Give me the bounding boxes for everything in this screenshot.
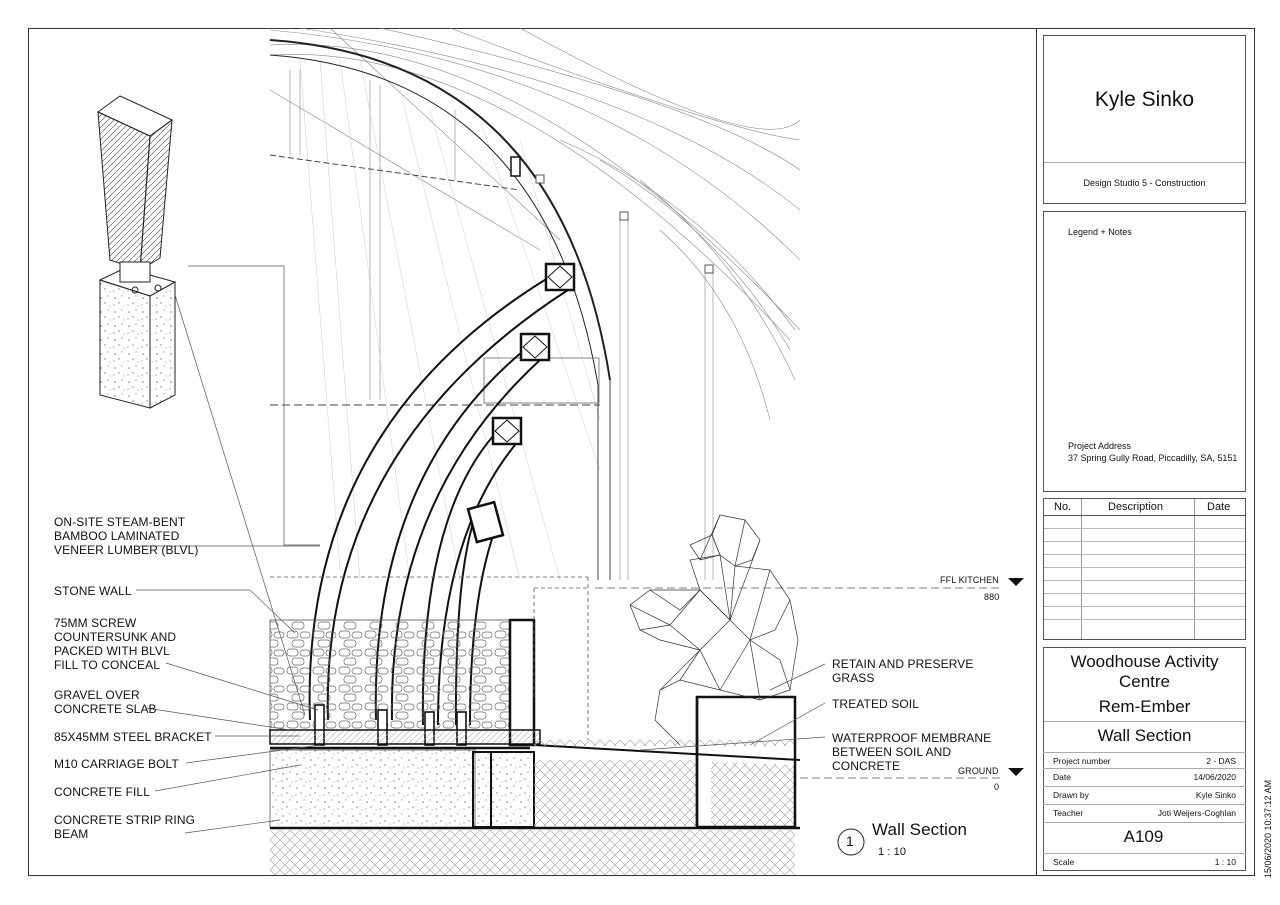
- rev-row-line: [1044, 593, 1245, 594]
- print-stamp: 15/06/2020 10:37:12 AM: [1263, 779, 1273, 878]
- field-value: 2 - DAS: [1206, 756, 1236, 766]
- rev-row-line: [1044, 515, 1245, 516]
- note-blvl: ON-SITE STEAM-BENT BAMBOO LAMINATED VENE…: [54, 515, 199, 557]
- field-label: Project number: [1053, 756, 1111, 766]
- view-title: Wall Section: [872, 820, 968, 839]
- rev-row-line: [1044, 528, 1245, 529]
- sheet-border: [28, 28, 1255, 876]
- rev-col-divider: [1081, 499, 1082, 639]
- note-carriage-bolt: M10 CARRIAGE BOLT: [54, 757, 179, 771]
- rev-row-line: [1044, 580, 1245, 581]
- sheet-number-row: A109: [1043, 822, 1246, 854]
- leader-lines: [136, 265, 826, 834]
- view-number: 1: [846, 833, 854, 849]
- rev-header-no: No.: [1054, 501, 1072, 513]
- panel-divider: [1044, 162, 1245, 163]
- view-scale: 1 : 10: [878, 846, 907, 858]
- field-teacher: Teacher Joti Weijers-Coghlan: [1043, 804, 1246, 822]
- field-drawn-by: Drawn by Kyle Sinko: [1043, 786, 1246, 804]
- rev-header-date: Date: [1207, 501, 1231, 513]
- field-value: Joti Weijers-Coghlan: [1157, 808, 1236, 818]
- sheet-number: A109: [1123, 827, 1164, 846]
- title-block-author-panel: Kyle Sinko Design Studio 5 - Constructio…: [1043, 35, 1246, 204]
- course-name: Design Studio 5 - Construction: [1083, 178, 1206, 188]
- note-stone-wall: STONE WALL: [54, 584, 132, 598]
- revision-table: No. Description Date: [1043, 498, 1246, 640]
- legend-heading: Legend + Notes: [1068, 227, 1132, 237]
- address-label: Project Address: [1068, 441, 1132, 451]
- author-name: Kyle Sinko: [1094, 88, 1195, 111]
- field-label: Date: [1053, 772, 1071, 782]
- note-steel-bracket: 85X45MM STEEL BRACKET: [54, 730, 212, 744]
- scale-row: Scale 1 : 10: [1043, 853, 1246, 871]
- concrete-fill: [269, 749, 476, 829]
- field-date: Date 14/06/2020: [1043, 768, 1246, 786]
- field-label: Teacher: [1053, 808, 1084, 818]
- project-subtitle: Rem-Ember: [1098, 697, 1191, 716]
- note-treated-soil: TREATED SOIL: [832, 697, 919, 711]
- main-arch: [269, 39, 611, 381]
- field-project-number: Project number 2 - DAS: [1043, 752, 1246, 770]
- field-label: Drawn by: [1053, 790, 1089, 800]
- scale-value: 1 : 10: [1214, 857, 1236, 867]
- note-strip-beam: CONCRETE STRIP RING BEAM: [54, 813, 196, 841]
- level-ffl-kitchen-value: 880: [984, 592, 1000, 602]
- roof-framing: [269, 27, 801, 580]
- rib-end-sections: [466, 262, 576, 544]
- note-gravel: GRAVEL OVER CONCRETE SLAB: [54, 688, 157, 716]
- field-value: 14/06/2020: [1193, 772, 1236, 782]
- rev-row-line: [1044, 606, 1245, 607]
- stone-wall: [269, 619, 511, 731]
- field-value: Kyle Sinko: [1195, 790, 1236, 800]
- view-number-circle: [837, 828, 865, 856]
- rev-row-line: [1044, 554, 1245, 555]
- post-isometric: [97, 95, 177, 409]
- note-waterproof-membrane: WATERPROOF MEMBRANE BETWEEN SOIL AND CON…: [832, 731, 992, 773]
- faceted-figure: [629, 514, 799, 746]
- panel-divider: [1044, 721, 1245, 722]
- note-screw: 75MM SCREW COUNTERSUNK AND PACKED WITH B…: [54, 616, 177, 672]
- ground-hatch: [270, 830, 795, 875]
- title-block-notes-panel: Legend + Notes Project Address 37 Spring…: [1043, 211, 1246, 492]
- note-concrete-fill: CONCRETE FILL: [54, 785, 150, 799]
- level-ground-name: GROUND: [958, 766, 999, 776]
- rev-row-line: [1044, 619, 1245, 620]
- project-address: 37 Spring Gully Road, Piccadilly, SA, 51…: [1068, 453, 1238, 463]
- scale-label: Scale: [1053, 857, 1075, 867]
- project-name: Woodhouse Activity Centre: [1070, 652, 1219, 691]
- sheet-name: Wall Section: [1097, 726, 1192, 745]
- level-ground-value: 0: [994, 782, 1000, 792]
- rev-header-description: Description: [1108, 501, 1164, 513]
- level-markers: [595, 587, 1000, 779]
- rev-col-divider: [1194, 499, 1195, 639]
- rev-row-line: [1044, 541, 1245, 542]
- title-block-divider: [1036, 28, 1037, 876]
- note-grass: RETAIN AND PRESERVE GRASS: [832, 657, 974, 685]
- translucent-roof-lines: [299, 59, 601, 581]
- title-block-project-panel: Woodhouse Activity Centre Rem-Ember Wall…: [1043, 647, 1246, 871]
- level-ffl-kitchen-name: FFL KITCHEN: [940, 575, 999, 585]
- rev-row-line: [1044, 567, 1245, 568]
